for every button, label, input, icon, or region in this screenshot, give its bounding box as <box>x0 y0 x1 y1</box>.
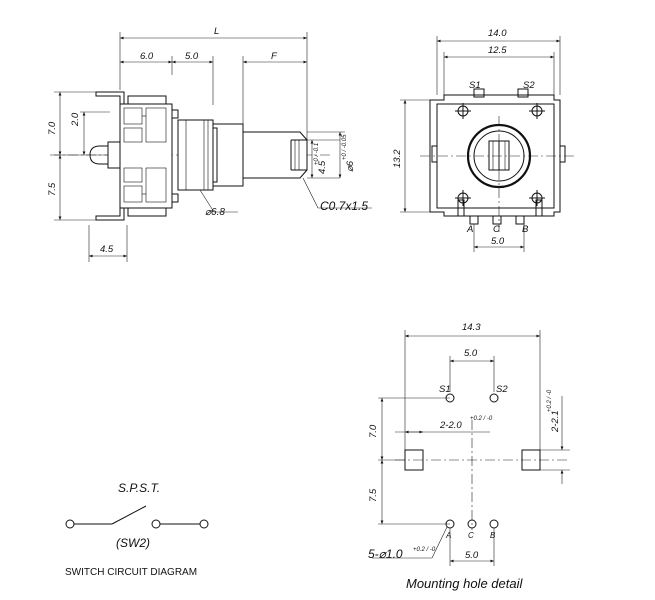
dim-shaft-flat-tol: +0 / -0.1 <box>314 143 320 165</box>
dim-5-0-pins: 5.0 <box>491 236 505 247</box>
pin-label-S1: S1 <box>469 80 481 91</box>
switch-circuit-diagram <box>65 505 209 529</box>
dim-5-0: 5.0 <box>185 51 199 62</box>
dim-shaft-dia-tol: +0 / -0.05 <box>342 134 348 160</box>
mount-hole-2-2-0-tol: +0.2 / -0 <box>470 416 493 422</box>
dim-14-0: 14.0 <box>488 28 507 39</box>
pin-label-C: C <box>493 224 500 235</box>
mount-hole-2-2-0: 2-2.0 <box>439 420 462 431</box>
dim-dia-6-8: ⌀6.8 <box>205 207 225 218</box>
mount-pin-S1: S1 <box>439 384 451 395</box>
mount-pin-A: A <box>445 531 451 540</box>
dim-7-0: 7.0 <box>47 121 58 135</box>
dim-shaft-flat: 4.5 <box>317 160 328 174</box>
dim-L: L <box>214 26 219 37</box>
front-view <box>400 36 575 252</box>
mount-pin-B: B <box>490 531 496 540</box>
dim-F: F <box>271 51 278 62</box>
dim-chamfer: C0.7x1.5 <box>320 199 368 213</box>
mount-dim-5-0-bottom: 5.0 <box>465 550 479 561</box>
mounting-hole-detail <box>372 330 570 566</box>
dim-6-0: 6.0 <box>140 51 154 62</box>
mount-hole-5-1-0: 5-⌀1.0 <box>368 547 403 561</box>
mount-dim-5-0-top: 5.0 <box>464 348 478 359</box>
dim-7-5: 7.5 <box>47 182 58 196</box>
dim-2-0: 2.0 <box>70 112 81 127</box>
pin-label-S2: S2 <box>523 80 535 91</box>
mount-dim-7-0: 7.0 <box>368 424 379 438</box>
mount-hole-2-2-1-tol: +0.2 / -0 <box>547 389 553 412</box>
dim-12-5: 12.5 <box>488 45 507 56</box>
mount-caption: Mounting hole detail <box>406 576 523 591</box>
mount-dim-14-3: 14.3 <box>462 322 481 333</box>
switch-title: S.P.S.T. <box>118 481 160 495</box>
mount-dim-7-5: 7.5 <box>368 488 379 502</box>
switch-caption: SWITCH CIRCUIT DIAGRAM <box>65 567 197 578</box>
mount-hole-2-2-1: 2-2.1 <box>550 410 561 433</box>
dim-13-2: 13.2 <box>392 149 403 168</box>
pin-label-A: A <box>466 224 473 235</box>
dim-4-5: 4.5 <box>100 244 114 255</box>
mount-hole-5-1-0-tol: +0.2 / -0 <box>413 547 436 553</box>
pin-label-B: B <box>522 224 529 235</box>
dim-shaft-dia: ⌀6 <box>345 160 356 172</box>
mount-pin-C: C <box>468 531 474 540</box>
side-view <box>50 32 372 262</box>
switch-label: (SW2) <box>116 536 150 550</box>
mount-pin-S2: S2 <box>496 384 508 395</box>
